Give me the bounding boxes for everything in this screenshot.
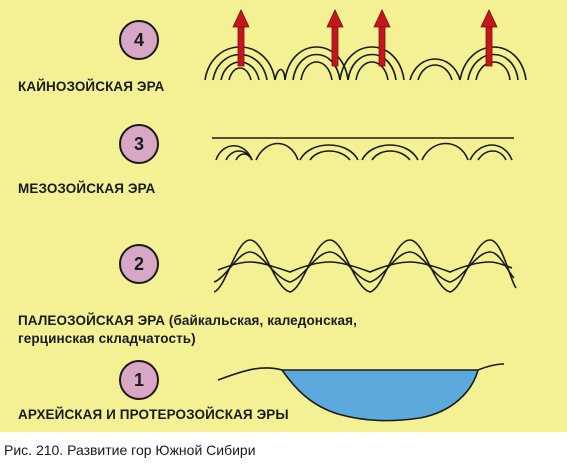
- stage-badge-4: 4: [119, 20, 159, 60]
- stage-4-folds: [204, 46, 527, 81]
- diagram-panel: 4 КАЙНОЗОЙСКАЯ ЭРА 3 МЕЗОЗОЙСКАЯ ЭРА 2 П…: [0, 0, 567, 432]
- figure-caption: Рис. 210. Развитие гор Южной Сибири: [4, 442, 256, 458]
- stage-3-folds: [212, 137, 514, 161]
- sea-basin-icon: [217, 363, 505, 422]
- diagram-canvas: [204, 9, 527, 422]
- era-label-cenozoic: КАЙНОЗОЙСКАЯ ЭРА: [18, 79, 165, 94]
- era-label-archean-proterozoic: АРХЕЙСКАЯ И ПРОТЕРОЗОЙСКАЯ ЭРЫ: [18, 407, 289, 422]
- uplift-arrow-icon: [326, 9, 344, 67]
- uplift-arrows: [232, 9, 498, 67]
- stage-badge-1: 1: [119, 360, 159, 400]
- era-label-paleozoic-line1: ПАЛЕОЗОЙСКАЯ ЭРА (байкальская, каледонск…: [18, 313, 357, 328]
- uplift-arrow-icon: [480, 9, 498, 67]
- stage-badge-2: 2: [119, 244, 159, 284]
- era-label-mesozoic: МЕЗОЗОЙСКАЯ ЭРА: [18, 181, 156, 196]
- uplift-arrow-icon: [373, 9, 391, 67]
- stage-2-folds: [213, 239, 517, 293]
- stage-badge-3: 3: [119, 124, 159, 164]
- uplift-arrow-icon: [232, 9, 250, 67]
- era-label-paleozoic-line2: герцинская складчатость): [18, 331, 196, 346]
